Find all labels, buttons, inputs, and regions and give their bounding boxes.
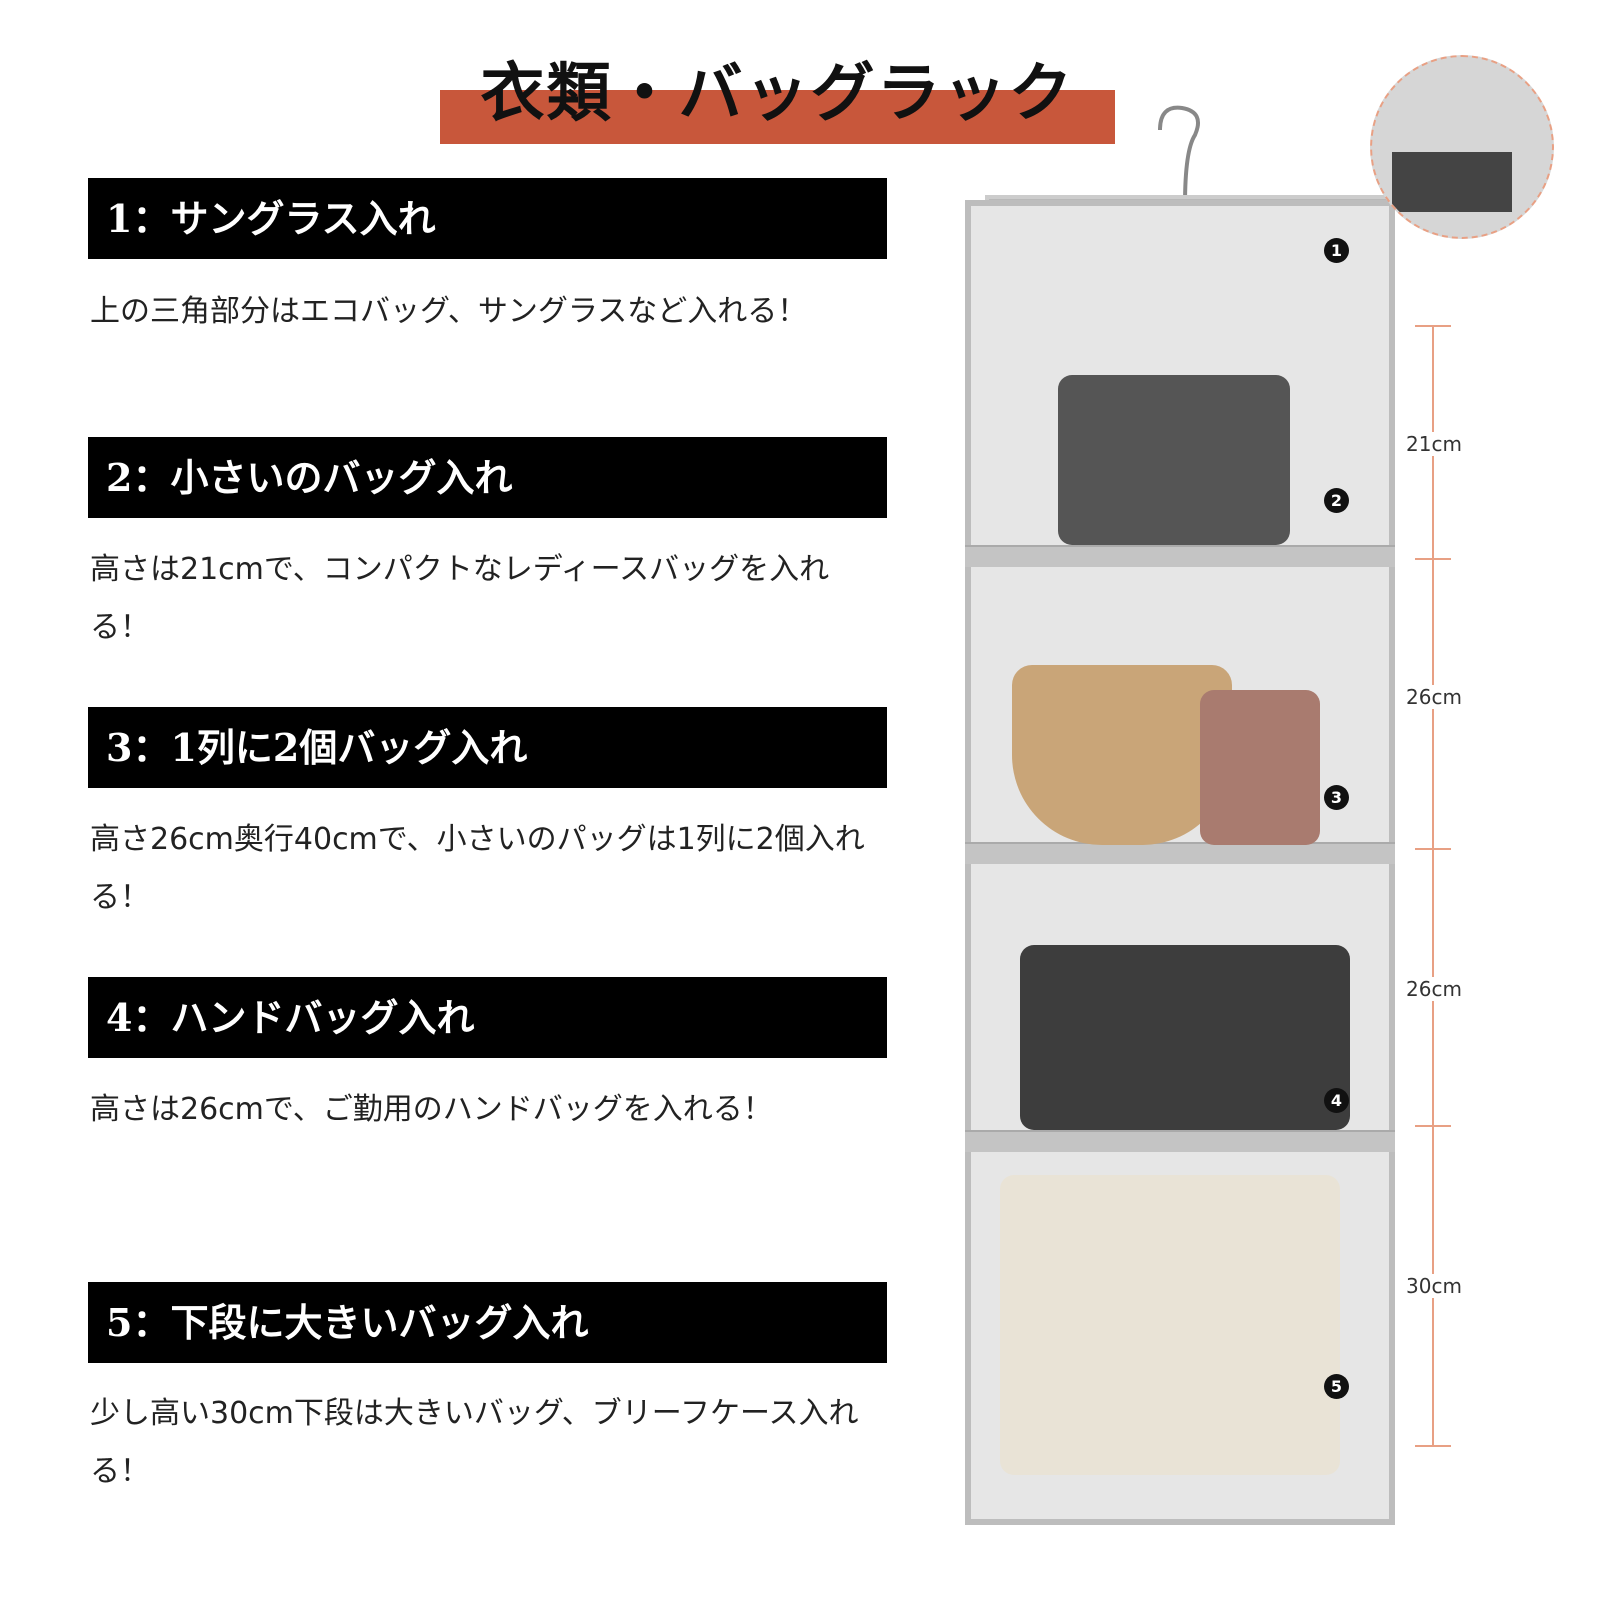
- title-accent-bar: [440, 90, 1115, 144]
- measure-label: 26cm: [1403, 977, 1465, 1001]
- section-5-desc: 少し高い30cm下段は大きいバッグ、ブリーフケース入れる！: [90, 1396, 859, 1489]
- section-1-header: 1：サングラス入れ: [88, 178, 887, 259]
- straw-bag: [1012, 665, 1232, 845]
- scale-tick: [1415, 325, 1451, 327]
- page-title: 衣類・バッグラック: [480, 57, 1075, 131]
- section-2-header: 2：小さいのバッグ入れ: [88, 437, 887, 518]
- marker-5: 5: [1324, 1374, 1349, 1399]
- scale-tick: [1415, 558, 1451, 560]
- hanger-hook-icon: [1158, 105, 1200, 206]
- leather-bag: [1200, 690, 1320, 845]
- scale-line: [1432, 325, 1434, 1445]
- shelf: [965, 1130, 1395, 1152]
- measure-label: 26cm: [1403, 685, 1465, 709]
- scale-tick: [1415, 1125, 1451, 1127]
- scale-tick: [1415, 1445, 1451, 1447]
- section-1-desc: 上の三角部分はエコバッグ、サングラスなど入れる！: [90, 294, 808, 329]
- zoom-inset-circle: [1370, 55, 1554, 239]
- section-4-desc: 高さは26cmで、ご勤用のハンドバッグを入れる！: [90, 1092, 773, 1127]
- tote-bag: [1000, 1175, 1340, 1475]
- measure-label: 30cm: [1403, 1274, 1465, 1298]
- section-2-desc: 高さは21cmで、コンパクトなレディースバッグを入れる！: [90, 552, 830, 645]
- measure-label: 21cm: [1403, 432, 1465, 456]
- marker-4: 4: [1324, 1088, 1349, 1113]
- section-4-header: 4：ハンドバッグ入れ: [88, 977, 887, 1058]
- section-5-header: 5：下段に大きいバッグ入れ: [88, 1282, 887, 1363]
- small-bag: [1058, 375, 1290, 545]
- scale-tick: [1415, 848, 1451, 850]
- handbag: [1020, 945, 1350, 1130]
- section-3-header: 3：1列に2個バッグ入れ: [88, 707, 887, 788]
- shelf: [965, 545, 1395, 567]
- shelf: [965, 842, 1395, 864]
- marker-3: 3: [1324, 785, 1349, 810]
- section-3-desc: 高さ26cm奥行40cmで、小さいのパッグは1列に2個入れる！: [90, 822, 865, 915]
- marker-2: 2: [1324, 488, 1349, 513]
- marker-1: 1: [1324, 238, 1349, 263]
